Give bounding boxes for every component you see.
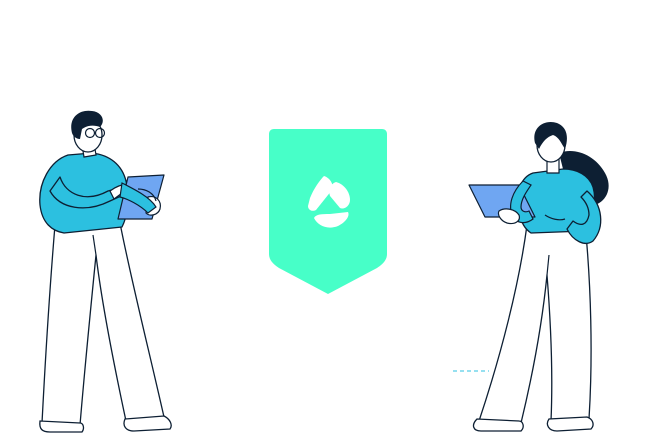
triangle-logo-icon [308,176,350,228]
woman-figure [453,121,609,432]
man-with-tablet [30,105,180,434]
shield-icon [265,128,391,296]
woman-with-tablet [453,115,625,434]
man-figure [39,110,172,433]
